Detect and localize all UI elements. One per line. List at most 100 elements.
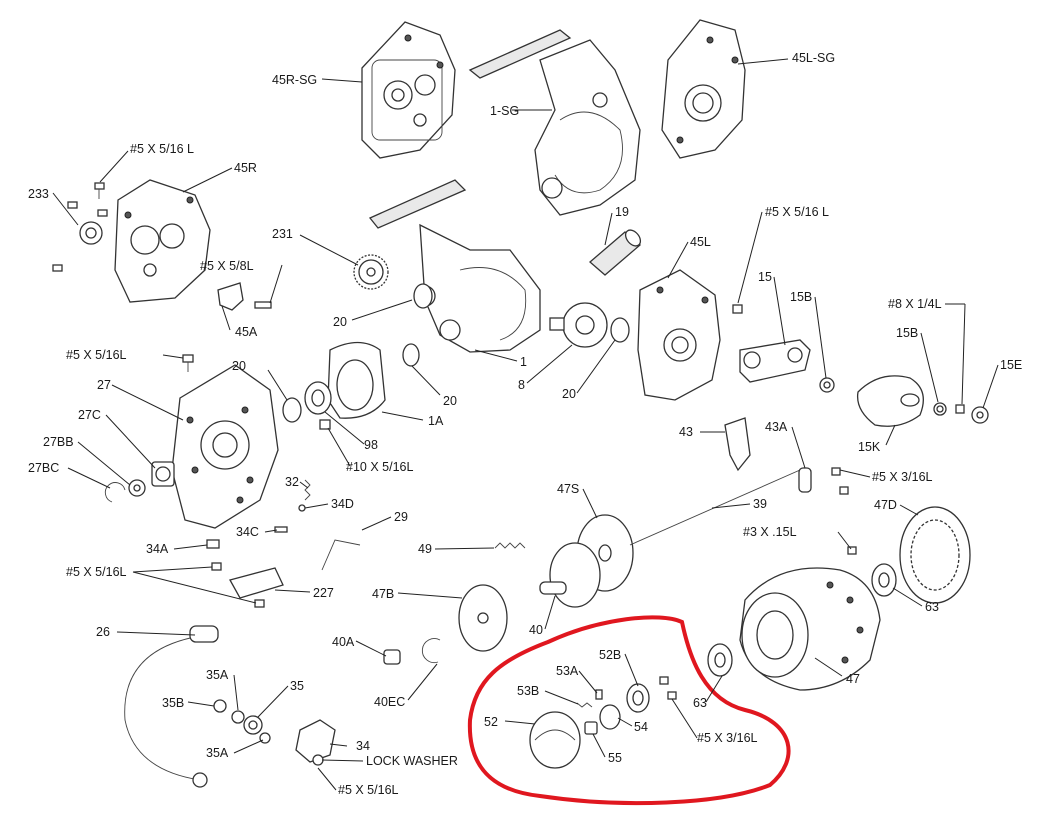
latch-34 [295,719,336,766]
label-35b: 35B [162,696,184,710]
label-35a-bottom: 35A [206,746,229,760]
part-labels: 45R-SG 1-SG 45L-SG #5 X 5/16 L 45R 233 1… [28,51,1022,797]
label-10x516l: #10 X 5/16L [346,460,413,474]
ring-47d [899,506,971,604]
bearing-233 [79,221,103,245]
label-40: 40 [529,623,543,637]
bushing-63-right [871,563,897,597]
washer-15b [819,377,947,416]
label-45l: 45L [690,235,711,249]
bracket-227 [229,567,284,599]
gear-hub-8 [549,302,608,348]
side-cover-45l-sg [661,19,746,159]
label-45r: 45R [234,161,257,175]
housing-1a [327,341,386,419]
screw-5x516l-right [732,304,743,314]
gear-40 [539,581,567,595]
label-5x516l-low: #5 X 5/16L [66,565,127,579]
disc-47b [458,584,508,652]
label-5x316l-bottom: #5 X 3/16L [697,731,758,745]
label-55: 55 [608,751,622,765]
frame-1 [368,179,541,353]
label-98: 98 [364,438,378,452]
label-27: 27 [97,378,111,392]
label-40ec: 40EC [374,695,405,709]
label-43a: 43A [765,420,788,434]
label-227: 227 [313,586,334,600]
label-lock-washer: LOCK WASHER [366,754,458,768]
label-45r-sg: 45R-SG [272,73,317,87]
handle-15 [739,339,811,383]
screw-3x15l [847,546,857,555]
label-47s: 47S [557,482,579,496]
label-20-a: 20 [333,315,347,329]
bearing-27c [151,461,175,487]
label-15: 15 [758,270,772,284]
spring-49 [494,542,526,549]
side-plate-45l [637,269,721,401]
label-1-sg: 1-SG [490,104,519,118]
spring-32 [304,479,311,501]
label-29: 29 [394,510,408,524]
bearing-54 [599,704,621,730]
label-34a: 34A [146,542,169,556]
label-39: 39 [753,497,767,511]
label-15b-top: 15B [790,290,812,304]
pin-19 [589,229,642,276]
highlight-outline [467,615,791,806]
label-5x516l-bottom: #5 X 5/16L [338,783,399,797]
label-49: 49 [418,542,432,556]
screw-10x516l [319,419,331,430]
label-5x58l: #5 X 5/8L [200,259,254,273]
housing-47 [739,567,881,691]
label-34d: 34D [331,497,354,511]
label-27bb: 27BB [43,435,74,449]
clip-40ec [421,638,441,663]
cable-26 [124,625,219,788]
side-plate-27 [171,364,279,529]
bushing-20-group [282,283,630,423]
label-19: 19 [615,205,629,219]
bearing-98 [304,381,332,415]
clip-43 [724,417,751,472]
screw-53a [595,689,603,700]
label-8x14l: #8 X 1/4L [888,297,942,311]
clip-27bc [104,482,126,503]
leader-lines [52,58,999,791]
label-8: 8 [518,378,525,392]
label-27bc: 27BC [28,461,59,475]
label-5x516l-top: #5 X 5/16 L [130,142,194,156]
label-5x516l-left: #5 X 5/16L [66,348,127,362]
label-20-b: 20 [232,359,246,373]
bracket-43a [798,467,812,493]
pin-34a [206,539,220,549]
screw-5x516l-top [52,182,108,272]
label-53a: 53A [556,664,579,678]
label-1: 1 [520,355,527,369]
label-35a-top: 35A [206,668,229,682]
label-45l-sg: 45L-SG [792,51,835,65]
pin-55 [584,721,598,735]
label-40a: 40A [332,635,355,649]
washer-27bb [128,479,146,497]
label-34: 34 [356,739,370,753]
label-20-c: 20 [562,387,576,401]
label-32: 32 [285,475,299,489]
label-53b: 53B [517,684,539,698]
label-35: 35 [290,679,304,693]
wire-29 [321,539,361,571]
label-3x15l: #3 X .15L [743,525,797,539]
side-plate-45r [114,179,211,303]
label-27c: 27C [78,408,101,422]
label-47d: 47D [874,498,897,512]
ring-35-group [213,699,271,744]
cap-52 [529,711,581,769]
bearing-52b [626,683,650,713]
label-15k: 15K [858,440,881,454]
pin-34d [298,504,306,512]
bushing-63-mid [707,643,733,677]
bracket-45a [217,282,272,311]
label-231: 231 [272,227,293,241]
nut-40a [383,649,401,665]
label-5x516l-right: #5 X 5/16 L [765,205,829,219]
